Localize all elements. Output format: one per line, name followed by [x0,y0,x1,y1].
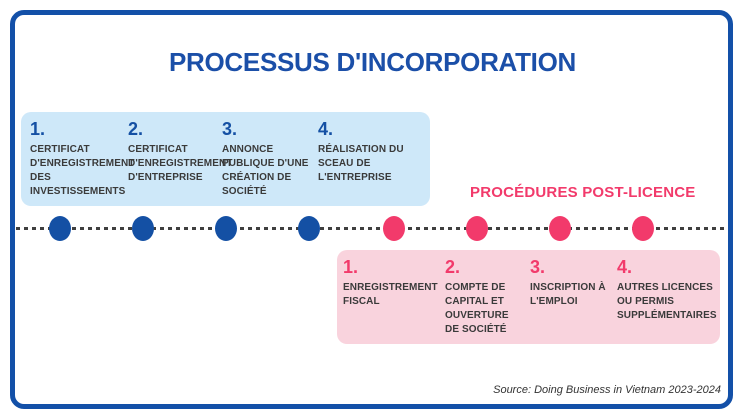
step-label: CERTIFICAT D'ENREGISTREMENT DES INVESTIS… [30,143,135,197]
pre-license-step-2: 2. CERTIFICAT D'ENREGISTREMENT D'ENTREPR… [128,119,233,185]
timeline-dot-pre-3 [215,216,237,241]
step-label: CERTIFICAT D'ENREGISTREMENT D'ENTREPRISE [128,143,233,183]
post-license-panel: 1. ENREGISTREMENT FISCAL 2. COMPTE DE CA… [337,250,720,344]
step-number: 1. [343,257,359,277]
step-number: 1. [30,119,46,139]
post-license-step-2: 2. COMPTE DE CAPITAL ET OUVERTURE DE SOC… [445,257,521,337]
step-number: 3. [530,257,546,277]
step-number: 4. [318,119,334,139]
step-number: 2. [128,119,144,139]
timeline-dot-pre-4 [298,216,320,241]
step-number: 4. [617,257,633,277]
post-license-step-4: 4. AUTRES LICENCES OU PERMIS SUPPLÉMENTA… [617,257,717,323]
step-label: ENREGISTREMENT FISCAL [343,281,438,307]
step-label: ANNONCE PUBLIQUE D'UNE CRÉATION DE SOCIÉ… [222,143,309,197]
post-license-step-1: 1. ENREGISTREMENT FISCAL [343,257,443,309]
pre-license-step-1: 1. CERTIFICAT D'ENREGISTREMENT DES INVES… [30,119,135,199]
step-label: RÉALISATION DU SCEAU DE L'ENTREPRISE [318,143,404,183]
step-number: 2. [445,257,461,277]
pre-license-panel: 1. CERTIFICAT D'ENREGISTREMENT DES INVES… [21,112,430,206]
step-label: INSCRIPTION À L'EMPLOI [530,281,606,307]
timeline-dashed-line [16,227,728,230]
timeline-dot-post-2 [466,216,488,241]
timeline-dot-post-1 [383,216,405,241]
post-license-step-3: 3. INSCRIPTION À L'EMPLOI [530,257,612,309]
page-title: PROCESSUS D'INCORPORATION [168,47,576,77]
timeline-dot-pre-2 [132,216,154,241]
timeline-dot-post-3 [549,216,571,241]
timeline-dot-pre-1 [49,216,71,241]
step-number: 3. [222,119,238,139]
timeline-dot-post-4 [632,216,654,241]
step-label: COMPTE DE CAPITAL ET OUVERTURE DE SOCIÉT… [445,281,509,335]
post-license-heading: PROCÉDURES POST-LICENCE [470,184,696,201]
source-note: Source: Doing Business in Vietnam 2023-2… [493,384,721,396]
pre-license-step-3: 3. ANNONCE PUBLIQUE D'UNE CRÉATION DE SO… [222,119,316,199]
pre-license-step-4: 4. RÉALISATION DU SCEAU DE L'ENTREPRISE [318,119,418,185]
step-label: AUTRES LICENCES OU PERMIS SUPPLÉMENTAIRE… [617,281,717,321]
